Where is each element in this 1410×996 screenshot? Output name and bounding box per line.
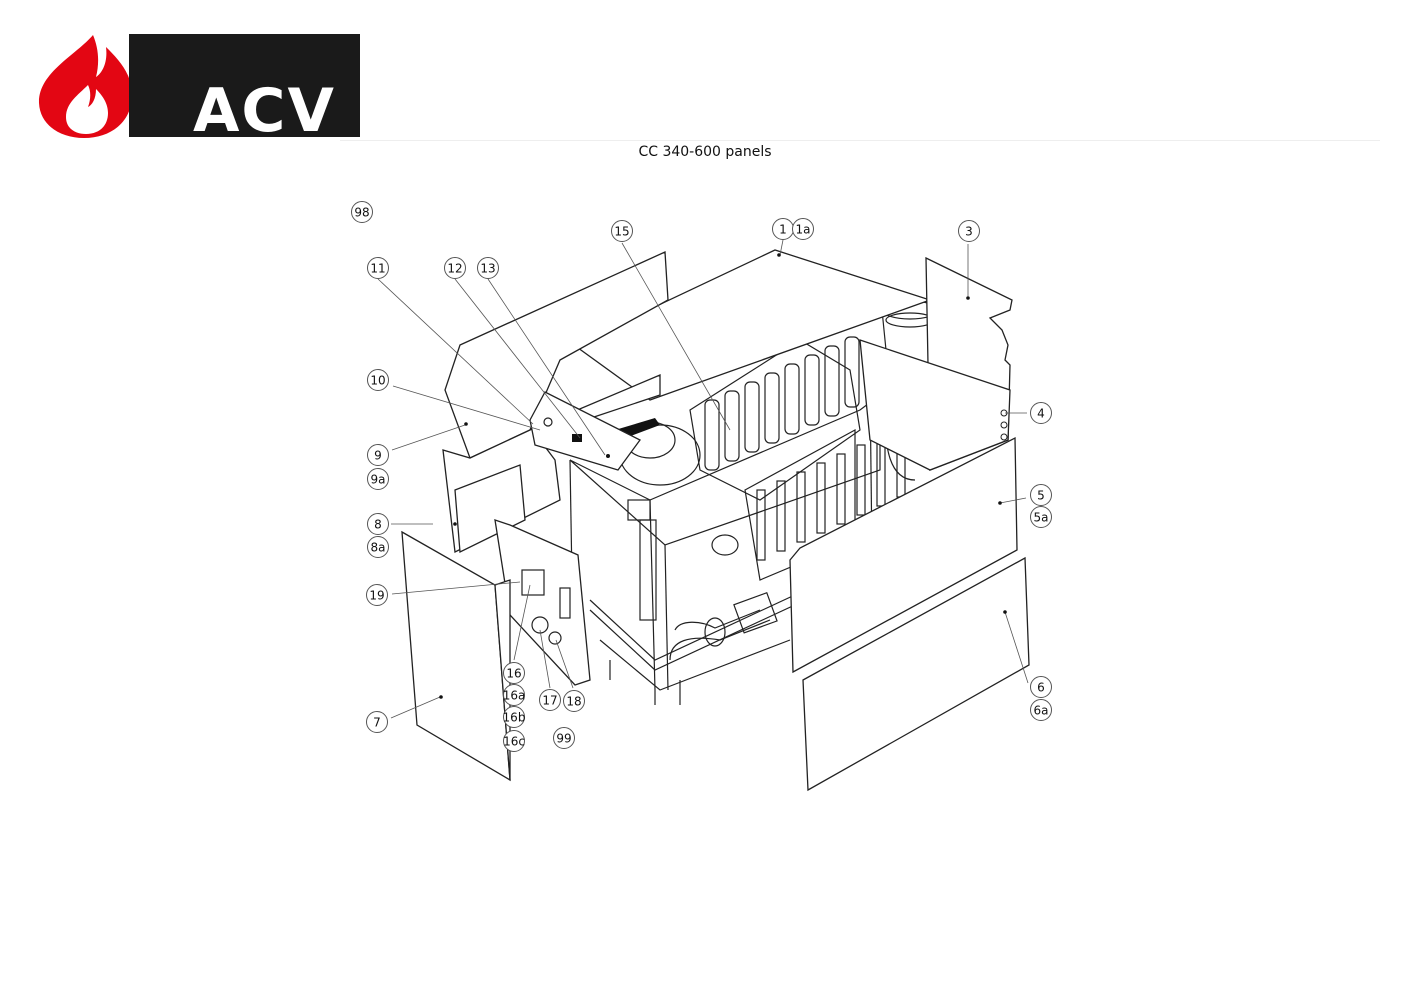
callout-3: 3: [958, 220, 980, 242]
callout-label: 11: [370, 262, 385, 276]
exchanger-fin: [724, 390, 740, 462]
callout-15: 15: [611, 220, 633, 242]
exchanger-fin: [804, 354, 820, 426]
callout-12: 12: [444, 257, 466, 279]
leader-lines: [377, 239, 1029, 719]
flame-icon: [38, 35, 133, 138]
callout-9: 9: [367, 444, 389, 466]
callout-label: 8: [374, 518, 382, 532]
callout-18: 18: [563, 690, 585, 712]
callout-5: 5: [1030, 484, 1052, 506]
callout-16c: 16c: [503, 730, 525, 752]
callout-label: 16a: [503, 689, 526, 703]
exchanger-tube: [856, 444, 866, 516]
panel-7-front-left: [401, 530, 511, 782]
callout-10: 10: [367, 369, 389, 391]
exchanger-tube: [816, 462, 826, 534]
callout-17: 17: [539, 689, 561, 711]
callout-label: 16: [506, 667, 521, 681]
callout-label: 5a: [1034, 511, 1049, 525]
callout-8a: 8a: [367, 536, 389, 558]
callout-label: 15: [614, 225, 629, 239]
callout-label: 16b: [503, 711, 526, 725]
callout-label: 6: [1037, 681, 1045, 695]
logo-box: [129, 34, 360, 137]
callout-label: 9: [374, 449, 382, 463]
panel-8-left-lower: [454, 464, 526, 554]
callout-label: 12: [447, 262, 462, 276]
callout-label: 1a: [796, 223, 811, 237]
logo-wordmark: ACV: [193, 76, 336, 146]
exchanger-tube: [756, 489, 766, 561]
callout-99: 99: [553, 727, 575, 749]
exchanger-fin: [704, 399, 720, 471]
callout-98: 98: [351, 201, 373, 223]
exchanger-tube: [836, 453, 846, 525]
callout-label: 5: [1037, 489, 1045, 503]
callout-label: 8a: [371, 541, 386, 555]
exchanger-tube: [776, 480, 786, 552]
exchanger-fin: [744, 381, 760, 453]
exchanger-tube: [796, 471, 806, 543]
callout-19: 19: [366, 584, 388, 606]
callout-1: 1: [772, 218, 794, 240]
exchanger-fin: [784, 363, 800, 435]
callout-label: 13: [480, 262, 495, 276]
callout-label: 17: [542, 694, 557, 708]
callout-label: 4: [1037, 407, 1045, 421]
panel-6-lower-right: [802, 556, 1030, 792]
acv-logo: ACV: [36, 33, 360, 141]
exchanger-fin: [824, 345, 840, 417]
callout-5a: 5a: [1030, 506, 1052, 528]
separator-line: [340, 140, 1380, 141]
callout-11: 11: [367, 257, 389, 279]
callout-label: 1: [779, 223, 787, 237]
callout-13: 13: [477, 257, 499, 279]
diagram-title: CC 340-600 panels: [638, 144, 772, 160]
callout-labels: 98 1 1a 3 15 11 12 13 10 4 9 9a 5 5a 8 8a 19 16 16a 16b 16c 1…: [351, 201, 1052, 752]
callout-16a: 16a: [503, 684, 526, 706]
control-panel-bracket: [529, 391, 641, 471]
panel-5-right-side: [789, 436, 1018, 674]
exchanger-fin: [844, 336, 860, 408]
callout-7: 7: [366, 711, 388, 733]
callout-label: 6a: [1034, 704, 1049, 718]
callout-label: 19: [369, 589, 384, 603]
callout-16b: 16b: [503, 706, 526, 728]
callout-16: 16: [503, 662, 525, 684]
callout-4: 4: [1030, 402, 1052, 424]
callout-label: 7: [373, 716, 381, 730]
callout-label: 3: [965, 225, 973, 239]
callout-label: 98: [354, 206, 369, 220]
callout-label: 16c: [503, 735, 525, 749]
panel-markers: [439, 253, 1008, 699]
callout-1a: 1a: [792, 218, 814, 240]
callout-6a: 6a: [1030, 699, 1052, 721]
callout-9a: 9a: [367, 468, 389, 490]
callout-label: 10: [370, 374, 385, 388]
callout-8: 8: [367, 513, 389, 535]
callout-label: 18: [566, 695, 581, 709]
callout-label: 99: [556, 732, 571, 746]
callout-label: 9a: [371, 473, 386, 487]
exchanger-fin: [764, 372, 780, 444]
callout-6: 6: [1030, 676, 1052, 698]
rear-base-panel: [859, 339, 1011, 471]
